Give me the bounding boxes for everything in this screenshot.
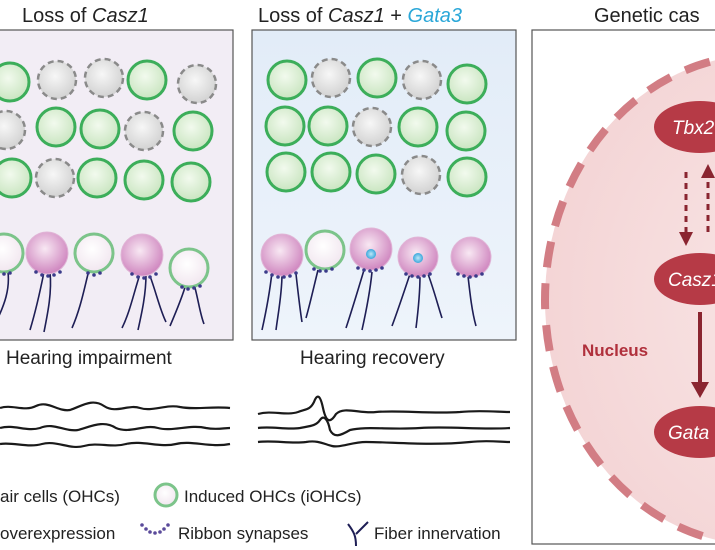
iohc — [0, 232, 25, 274]
gene-ellipse-tbx2 — [654, 101, 715, 153]
ohc — [356, 57, 398, 99]
ohc — [307, 105, 349, 147]
left-abr-waveforms — [0, 401, 231, 448]
ohc — [172, 110, 214, 152]
ohc — [35, 106, 77, 148]
ohc — [397, 106, 439, 148]
ohc — [266, 59, 308, 101]
inner-hair-cell — [450, 236, 492, 278]
ohc — [0, 61, 31, 103]
gene-label-casz1: Casz1 — [668, 270, 715, 291]
legend: air cells (OHCs) Induced OHCs (iOHCs) ov… — [0, 482, 501, 547]
middle-fiber-innervation — [261, 269, 477, 331]
middle-inner-hair-cells — [260, 227, 492, 278]
inner-hair-cell — [260, 233, 304, 277]
fiber-innervation-icon — [347, 521, 369, 547]
left-inner-hair-cells — [0, 231, 210, 289]
gene-ellipse-gata3 — [654, 406, 715, 458]
ohc — [0, 157, 33, 199]
lost-ohc — [83, 57, 125, 99]
middle-ribbon-synapses — [264, 266, 484, 279]
lost-ohc — [400, 154, 442, 196]
iohc — [73, 232, 115, 274]
ohc — [446, 156, 488, 198]
legend-fiber-label: Fiber innervation — [374, 524, 501, 543]
gene-label-tbx2: Tbx2 — [672, 118, 715, 139]
middle-caption: Hearing recovery — [300, 348, 445, 369]
ohc — [445, 110, 487, 152]
inner-hair-cell — [25, 231, 69, 275]
nucleus-membrane — [541, 56, 715, 544]
lost-ohc — [36, 59, 78, 101]
legend-ohc-label: air cells (OHCs) — [0, 487, 120, 506]
regulation-arrows-tbx2-casz1 — [684, 172, 710, 232]
iohc — [304, 229, 346, 271]
ohc — [264, 105, 306, 147]
ohc — [79, 108, 121, 150]
middle-abr-waveforms — [257, 395, 511, 448]
gata3-overexpression-dot — [366, 249, 376, 259]
lost-ohc — [123, 110, 165, 152]
lost-ohc — [351, 106, 393, 148]
arrowhead-casz1-to-gata3 — [691, 382, 709, 398]
ohc — [170, 161, 212, 203]
nucleus-label: Nucleus — [582, 341, 648, 360]
gata3-overexpression-dot — [413, 253, 423, 263]
right-panel-content: Nucleus Tbx2 Casz1 Gata — [541, 56, 715, 544]
ohc — [76, 157, 118, 199]
legend-overexpression-label: overexpression — [0, 524, 115, 543]
legend-iohc-label: Induced OHCs (iOHCs) — [184, 487, 362, 506]
iohc — [168, 247, 210, 289]
gene-ellipse-casz1 — [654, 253, 715, 305]
legend-ribbon-label: Ribbon synapses — [178, 524, 308, 543]
lost-ohc — [176, 63, 218, 105]
lost-ohc — [34, 157, 76, 199]
ohc — [310, 151, 352, 193]
ohc — [126, 59, 168, 101]
lost-ohc — [401, 59, 443, 101]
inner-hair-cell — [120, 233, 164, 277]
middle-outer-hair-cells — [264, 57, 488, 198]
ohc — [123, 159, 165, 201]
left-caption: Hearing impairment — [6, 348, 173, 369]
arrowhead-up — [701, 164, 715, 178]
legend-iohc-swatch — [153, 482, 179, 508]
right-panel-title: Genetic cas — [594, 5, 700, 27]
left-panel-title: Loss of Casz1 — [22, 5, 149, 27]
lost-ohc — [0, 109, 27, 151]
middle-panel-title: Loss of Casz1 + Gata3 — [258, 5, 462, 27]
left-ribbon-synapses — [2, 270, 202, 291]
legend-ribbon-synapse-icon — [140, 523, 170, 535]
ohc — [265, 151, 307, 193]
ohc — [446, 63, 488, 105]
arrowhead-down — [679, 232, 693, 246]
lost-ohc — [310, 57, 352, 99]
left-outer-hair-cells — [0, 57, 218, 203]
ohc — [355, 153, 397, 195]
gene-label-gata3: Gata — [668, 423, 709, 444]
